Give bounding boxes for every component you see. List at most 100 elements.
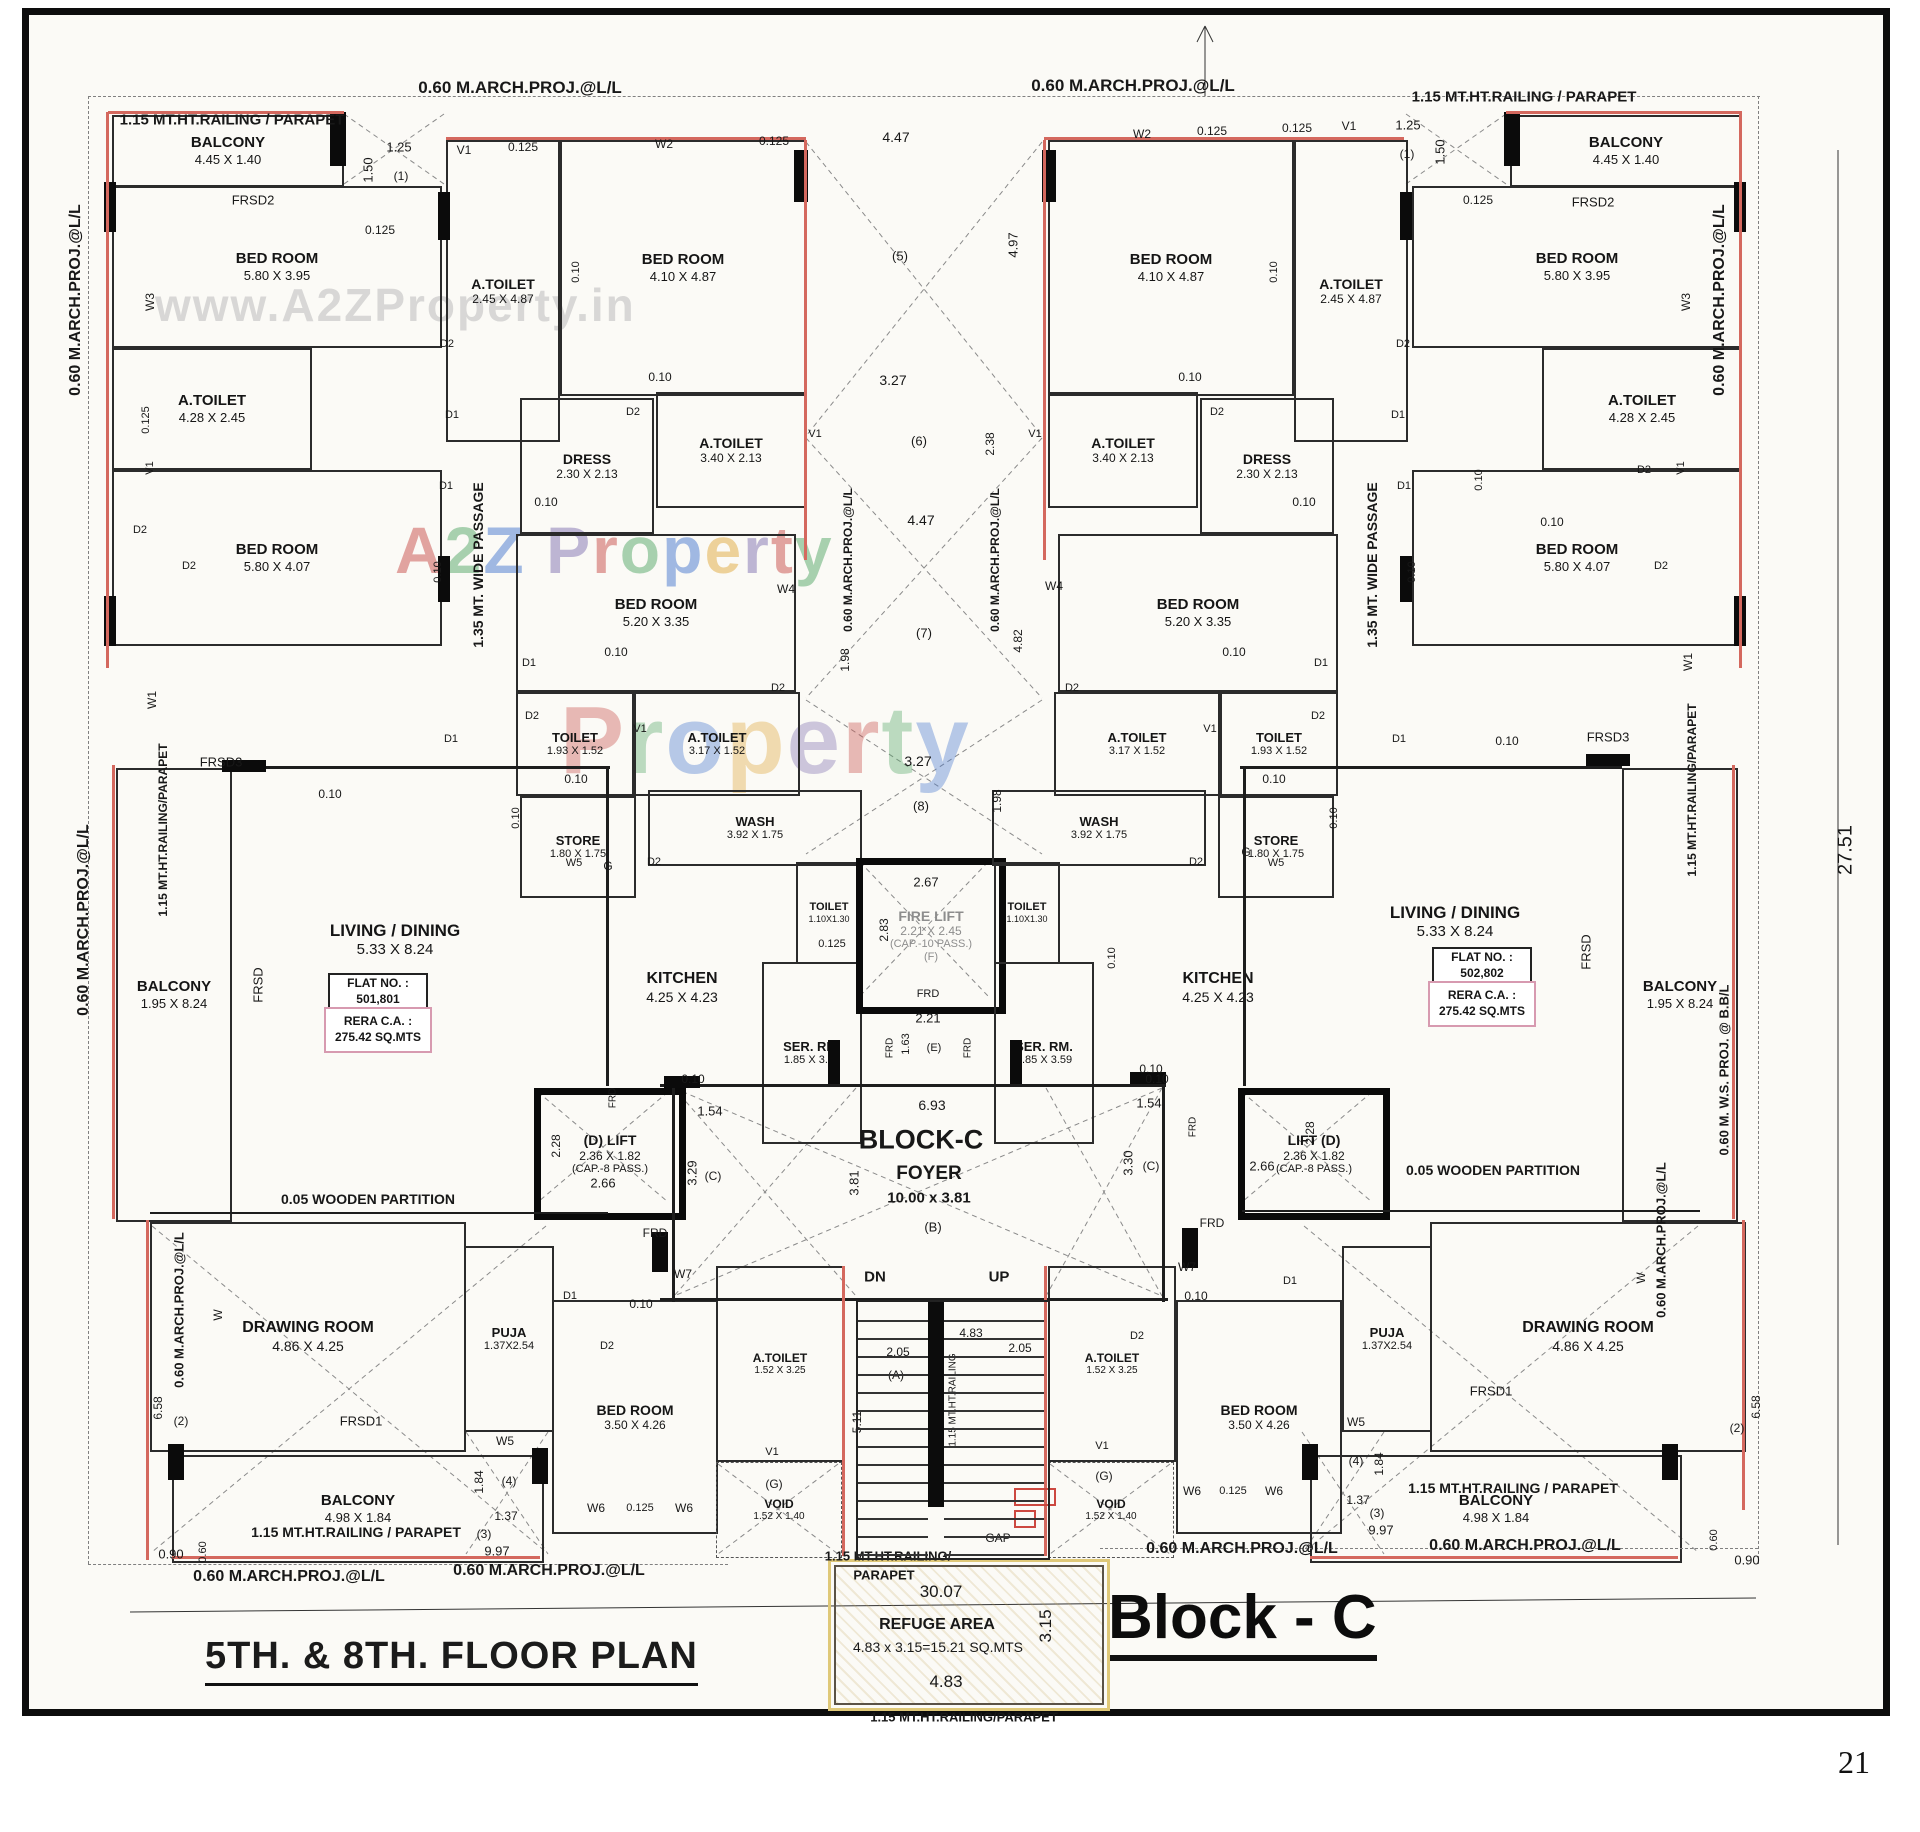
lift-right-rlabel: LIFT (D) — [1287, 1132, 1341, 1149]
annotation: W5 — [1347, 1415, 1365, 1429]
dress-right-rlabel: DRESS — [1242, 450, 1292, 467]
annotation: 0.125 — [626, 1502, 654, 1514]
page-number: 21 — [1838, 1744, 1870, 1780]
block-title: Block - C — [1108, 1582, 1377, 1661]
annotation: 0.60 M.ARCH.PROJ.@L/L — [1711, 204, 1728, 396]
annotation: FRD — [884, 1037, 896, 1059]
floor-plan-title: 5TH. & 8TH. FLOOR PLAN — [205, 1635, 698, 1686]
annotation: 1.15 MT.HT.RAILING/PARAPET — [156, 743, 170, 917]
annotation: D2 — [1310, 710, 1326, 722]
wash-left-rlabel: WASH — [735, 813, 775, 829]
annotation: 27.51 — [1834, 824, 1857, 876]
annotation: D2 — [599, 1340, 615, 1352]
annotation: D2 — [439, 338, 455, 350]
annotation: 2.66 — [1249, 1158, 1275, 1174]
annotation: 6.93 — [918, 1097, 946, 1113]
atoilet-left-1-rlabel: A.TOILET — [177, 392, 247, 410]
annotation: V1 — [1028, 428, 1042, 440]
annotation: D2 — [132, 524, 148, 536]
bedroom-right-1-rlabel: BED ROOM — [1535, 250, 1619, 268]
annotation: W3 — [143, 293, 157, 311]
annotation: 4.47 — [882, 129, 910, 145]
rera-right: RERA C.A. :275.42 SQ.MTS — [1428, 981, 1536, 1027]
bedroom-mid-left-1-rdim: 4.10 X 4.87 — [649, 269, 717, 285]
annotation: 1.98 — [838, 648, 852, 672]
balcony-left-rlabel: BALCONY — [136, 978, 212, 996]
flat-no-right: FLAT NO. :502,802 — [1432, 947, 1532, 985]
annotation: 0.60 M.ARCH.PROJ.@L/L — [418, 78, 622, 97]
annotation: 1.25 — [386, 139, 412, 155]
annotation: FRD — [962, 1037, 974, 1059]
balcony-top-right-rlabel: BALCONY — [1588, 134, 1664, 152]
rera-left-line: 275.42 SQ.MTS — [334, 1030, 422, 1044]
annotation: PARAPET — [853, 1567, 915, 1583]
annotation: 0.10 — [510, 807, 522, 829]
column-pier — [1662, 1444, 1678, 1480]
annotation: W5 — [565, 857, 583, 869]
bedroom-mid-left-1-rlabel: BED ROOM — [641, 251, 725, 269]
annotation: W7 — [674, 1267, 692, 1281]
column-pier — [664, 1076, 700, 1088]
living-dining-right-rdim: 5.33 X 8.24 — [1416, 923, 1494, 941]
atoilet-bottom-right-rdim: 1.52 X 3.25 — [1086, 1365, 1138, 1377]
column-pier — [438, 556, 450, 602]
staircase — [856, 1300, 1050, 1560]
annotation: V1 — [1095, 1440, 1109, 1452]
annotation: 1.54 — [1136, 1095, 1162, 1111]
annotation: 1.50 — [360, 157, 376, 183]
annotation: 1.84 — [472, 1470, 486, 1494]
annotation: 0.125 — [1196, 124, 1228, 138]
atoilet-mid-right-3-rlabel: A.TOILET — [1107, 729, 1167, 745]
annotation: V1 — [456, 143, 472, 157]
flat-no-left: FLAT NO. :501,801 — [328, 973, 428, 1011]
annotation: W3 — [1679, 293, 1693, 311]
annotation: 1.63 — [900, 1033, 912, 1055]
annotation: 4.82 — [1011, 629, 1025, 653]
column-pier — [1130, 1072, 1166, 1084]
bedroom-mid-left-2-rdim: 5.20 X 3.35 — [622, 614, 690, 630]
bedroom-mid-right-1-rdim: 4.10 X 4.87 — [1137, 269, 1205, 285]
red-boundary-line — [1310, 1556, 1678, 1559]
wall-segment — [1162, 1084, 1165, 1302]
annotation: W2 — [1133, 127, 1151, 141]
annotation: BLOCK-C — [858, 1124, 984, 1155]
annotation: D1 — [438, 480, 454, 492]
annotation: W1 — [1681, 653, 1695, 671]
annotation: W — [211, 1309, 225, 1321]
annotation: 0.125 — [1462, 193, 1494, 207]
flat-no-right-line: FLAT NO. : — [1451, 950, 1513, 965]
annotation: 0.10 — [1222, 645, 1246, 659]
annotation: 1.54 — [697, 1103, 723, 1119]
projection-guide-line — [88, 96, 89, 1564]
column-pier — [1302, 1444, 1318, 1480]
red-boundary-line — [1739, 112, 1742, 668]
annotation: FRSD — [250, 967, 266, 1003]
annotation: (6) — [911, 433, 927, 449]
atoilet-mid-left-2-rlabel: A.TOILET — [699, 434, 763, 451]
balcony-top-left-rdim: 4.45 X 1.40 — [194, 152, 262, 168]
annotation: 0.60 M.ARCH.PROJ.@L/L — [1429, 1537, 1621, 1554]
red-boundary-line — [1742, 1220, 1745, 1510]
annotation: W4 — [1045, 579, 1063, 593]
projection-guide-line — [1100, 1548, 1758, 1549]
annotation: D2 — [625, 406, 641, 418]
fire-lift-rextra2: (F) — [923, 951, 939, 964]
annotation: 0.90 — [158, 1546, 184, 1562]
kitchen-left-rlabel: KITCHEN — [646, 970, 718, 988]
refuge-area — [828, 1559, 1110, 1711]
bedroom-mid-left-2-rlabel: BED ROOM — [614, 596, 698, 614]
annotation: FRD — [916, 988, 940, 1000]
annotation: 1.15 MT.HT.RAILING/PARAPET — [1685, 703, 1699, 877]
